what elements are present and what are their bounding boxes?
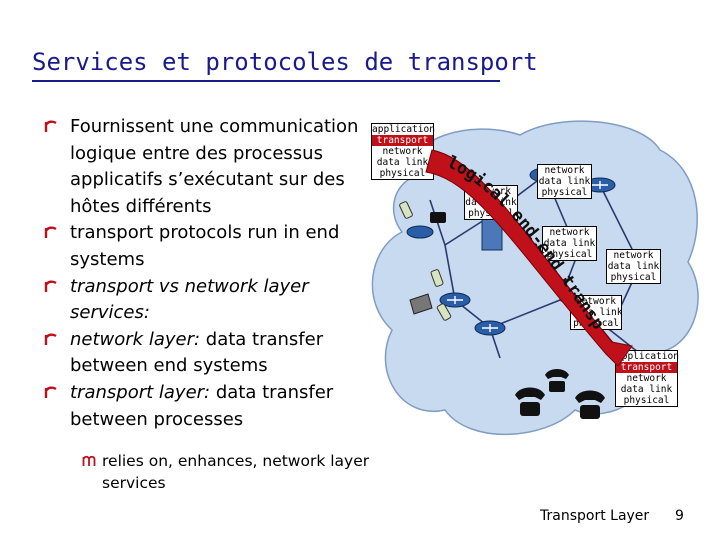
bullet-r-icon: [44, 280, 57, 292]
sub-bullet: relies on, enhances, network layer servi…: [82, 450, 382, 494]
stack-layer-transport: transport: [616, 362, 677, 373]
stack-layer-data-link: data link: [571, 307, 623, 318]
stack-layer-transport: transport: [372, 135, 433, 146]
bullet-item-logical-communication: Fournissent une communication logique en…: [44, 114, 364, 220]
stack-layer-data-link: data link: [543, 238, 596, 249]
stack-layer-application: application: [372, 124, 435, 135]
host-stack-right: application transport network data link …: [615, 350, 679, 407]
stack-layer-data-link: data link: [376, 157, 429, 168]
page-number: 9: [675, 508, 684, 524]
stack-layer-data-link: data link: [620, 384, 673, 395]
bullet-item-network-layer: network layer: data transfer between end…: [44, 327, 364, 380]
stack-layer-physical: physical: [546, 249, 593, 260]
router-icon: [406, 225, 434, 239]
router-stack-left: network data link physical: [464, 185, 518, 220]
stack-layer-network: network: [382, 146, 423, 157]
bullet-item-layer-services: transport vs network layer services:: [44, 274, 364, 327]
stack-layer-data-link: data link: [465, 197, 517, 208]
stack-layer-physical: physical: [623, 395, 670, 406]
router-icon: [474, 320, 506, 336]
stack-layer-network: network: [613, 250, 654, 261]
bullet-r-icon: [44, 333, 57, 345]
stack-layer-physical: physical: [573, 318, 619, 329]
sub-bullet-m-icon: [82, 455, 96, 466]
stack-layer-physical: physical: [468, 208, 514, 219]
router-stack-top: network data link physical: [537, 164, 592, 199]
stack-layer-network: network: [544, 165, 585, 176]
phone-icon: [575, 390, 605, 419]
stack-layer-network: network: [626, 373, 667, 384]
stack-layer-data-link: data link: [538, 176, 591, 187]
stack-layer-data-link: data link: [607, 261, 660, 272]
phone-icon: [545, 369, 569, 392]
stack-layer-physical: physical: [541, 187, 588, 198]
bullet-text: transport vs network layer services:: [70, 275, 309, 324]
bullet-text: Fournissent une communication logique en…: [70, 116, 359, 217]
bullet-item-transport-layer: transport layer: data transfer between p…: [44, 380, 364, 433]
bullet-r-icon: [44, 386, 57, 398]
bullet-text: data transfer between processes: [70, 381, 334, 430]
host-stack-left: application transport network data link …: [371, 123, 435, 180]
bullet-r-icon: [44, 120, 57, 132]
page-title: Services et protocoles de transport: [32, 48, 538, 76]
bullet-text: data transfer between end systems: [70, 328, 324, 377]
title-underline: [32, 80, 500, 82]
stack-layer-physical: physical: [610, 272, 657, 283]
footer-label: Transport Layer: [540, 508, 650, 524]
stack-layer-network: network: [575, 296, 617, 307]
phone-icon: [515, 387, 545, 416]
stack-layer-physical: physical: [379, 168, 426, 179]
bullet-item-end-systems: transport protocols run in end systems: [44, 220, 364, 273]
router-stack-lower: network data link physical: [570, 295, 622, 330]
stack-layer-application: application: [616, 351, 679, 362]
bullet-emphasis: network layer:: [70, 328, 201, 350]
stack-layer-network: network: [470, 186, 512, 197]
sub-bullet-text: relies on, enhances, network layer servi…: [102, 452, 370, 492]
phone-icon: [430, 212, 446, 223]
router-stack-right: network data link physical: [606, 249, 661, 284]
bullet-emphasis: transport layer:: [70, 381, 211, 403]
bullet-r-icon: [44, 226, 57, 239]
stack-layer-network: network: [549, 227, 590, 238]
bullet-list: Fournissent une communication logique en…: [44, 114, 364, 433]
bullet-text: transport protocols run in end systems: [70, 222, 340, 270]
router-stack-middle: network data link physical: [542, 226, 597, 261]
